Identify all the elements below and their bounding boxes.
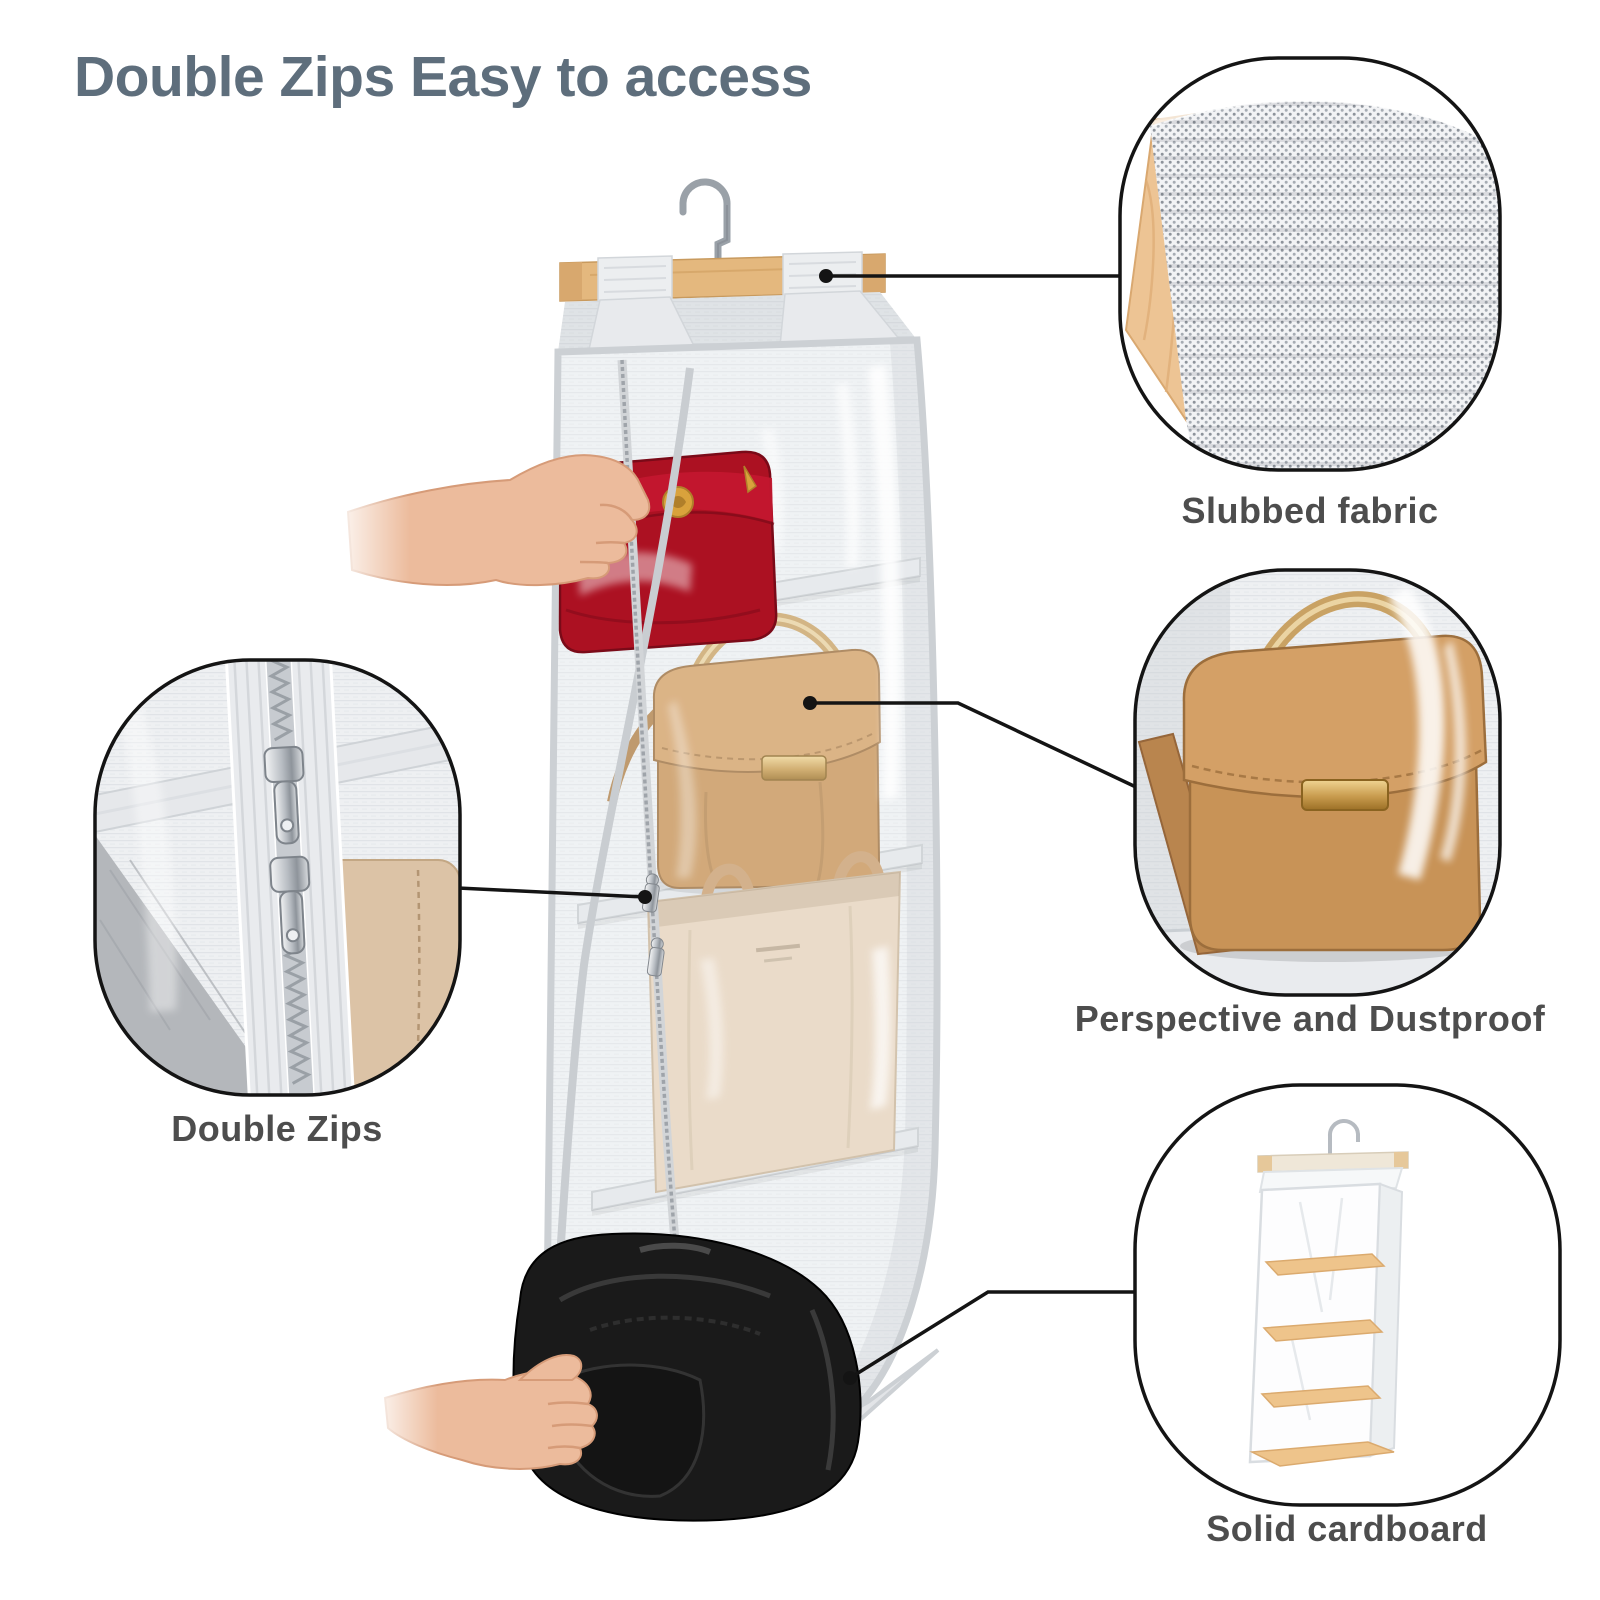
zipper-pull <box>269 855 311 955</box>
callout-perspective <box>803 696 1139 790</box>
callout-dot <box>638 890 652 904</box>
inset-slubbed-fabric <box>1118 56 1502 472</box>
label-perspective-dustproof: Perspective and Dustproof <box>1074 998 1546 1039</box>
inset-solid-cardboard <box>1133 1083 1562 1507</box>
callout-dot <box>819 269 833 283</box>
hanger-hook-icon <box>679 178 731 262</box>
body-piping <box>541 336 941 1473</box>
zipper-pull <box>646 937 665 977</box>
label-double-zips: Double Zips <box>171 1108 383 1149</box>
inset-double-zips <box>93 658 462 1097</box>
callout-dot <box>843 1371 857 1385</box>
inset-border <box>93 658 462 1097</box>
inset-border <box>1133 1083 1562 1507</box>
label-slubbed-fabric: Slubbed fabric <box>1181 490 1439 531</box>
hanging-organizer-photo <box>330 178 941 1522</box>
callout-lines <box>457 269 1139 1385</box>
double-zipper-closeup <box>224 660 356 1095</box>
page-title: Double Zips Easy to access <box>74 45 812 109</box>
callout-double-zips <box>457 886 652 904</box>
callout-dot <box>803 696 817 710</box>
hand-reaching-bottom <box>368 1354 598 1470</box>
organizer-body <box>541 336 941 1497</box>
mini-organizer <box>1248 1118 1409 1467</box>
black-backpack <box>512 1232 862 1522</box>
hand-reaching-top <box>330 454 651 600</box>
callout-solid-cardboard <box>843 1290 1137 1385</box>
callout-slubbed-fabric <box>819 269 1122 283</box>
beige-tote-bag <box>646 851 902 1194</box>
organizer-top-panel <box>558 290 917 355</box>
zipper-pull <box>263 745 305 845</box>
inset-perspective-dustproof <box>1133 568 1502 997</box>
inset-border <box>1133 568 1502 997</box>
inset-border <box>1118 56 1502 472</box>
label-solid-cardboard: Solid cardboard <box>1206 1508 1488 1549</box>
